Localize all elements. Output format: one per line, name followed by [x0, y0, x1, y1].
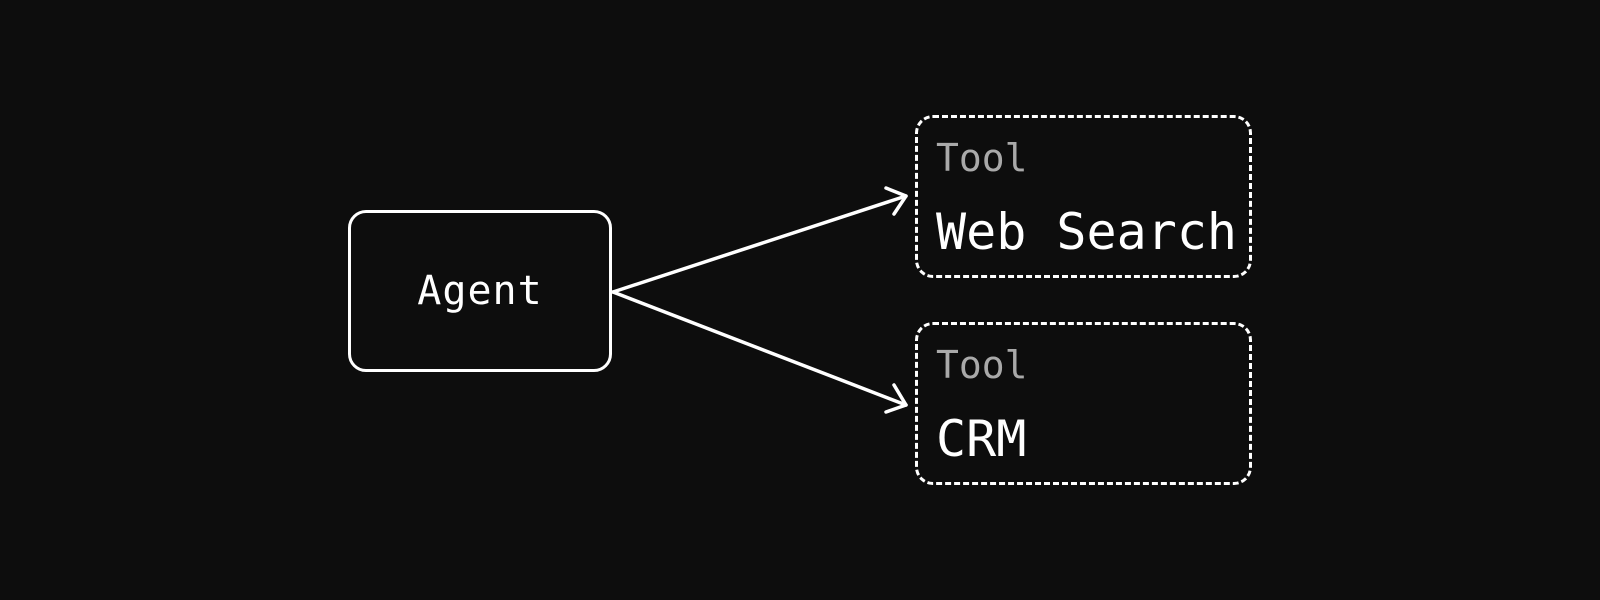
arrowhead-crm	[884, 383, 908, 414]
arrow-to-crm	[611, 290, 908, 407]
arrow-to-web-search	[611, 194, 908, 294]
arrowhead-web-search	[884, 186, 908, 216]
tool-node-web-search: Tool Web Search	[915, 115, 1252, 278]
tool-name-label: Web Search	[936, 203, 1238, 261]
tool-node-crm: Tool CRM	[915, 322, 1252, 485]
tool-name-label: CRM	[936, 410, 1027, 468]
tool-kind-label: Tool	[936, 136, 1028, 180]
agent-label: Agent	[417, 268, 543, 314]
agent-node: Agent	[348, 210, 612, 372]
tool-kind-label: Tool	[936, 343, 1028, 387]
